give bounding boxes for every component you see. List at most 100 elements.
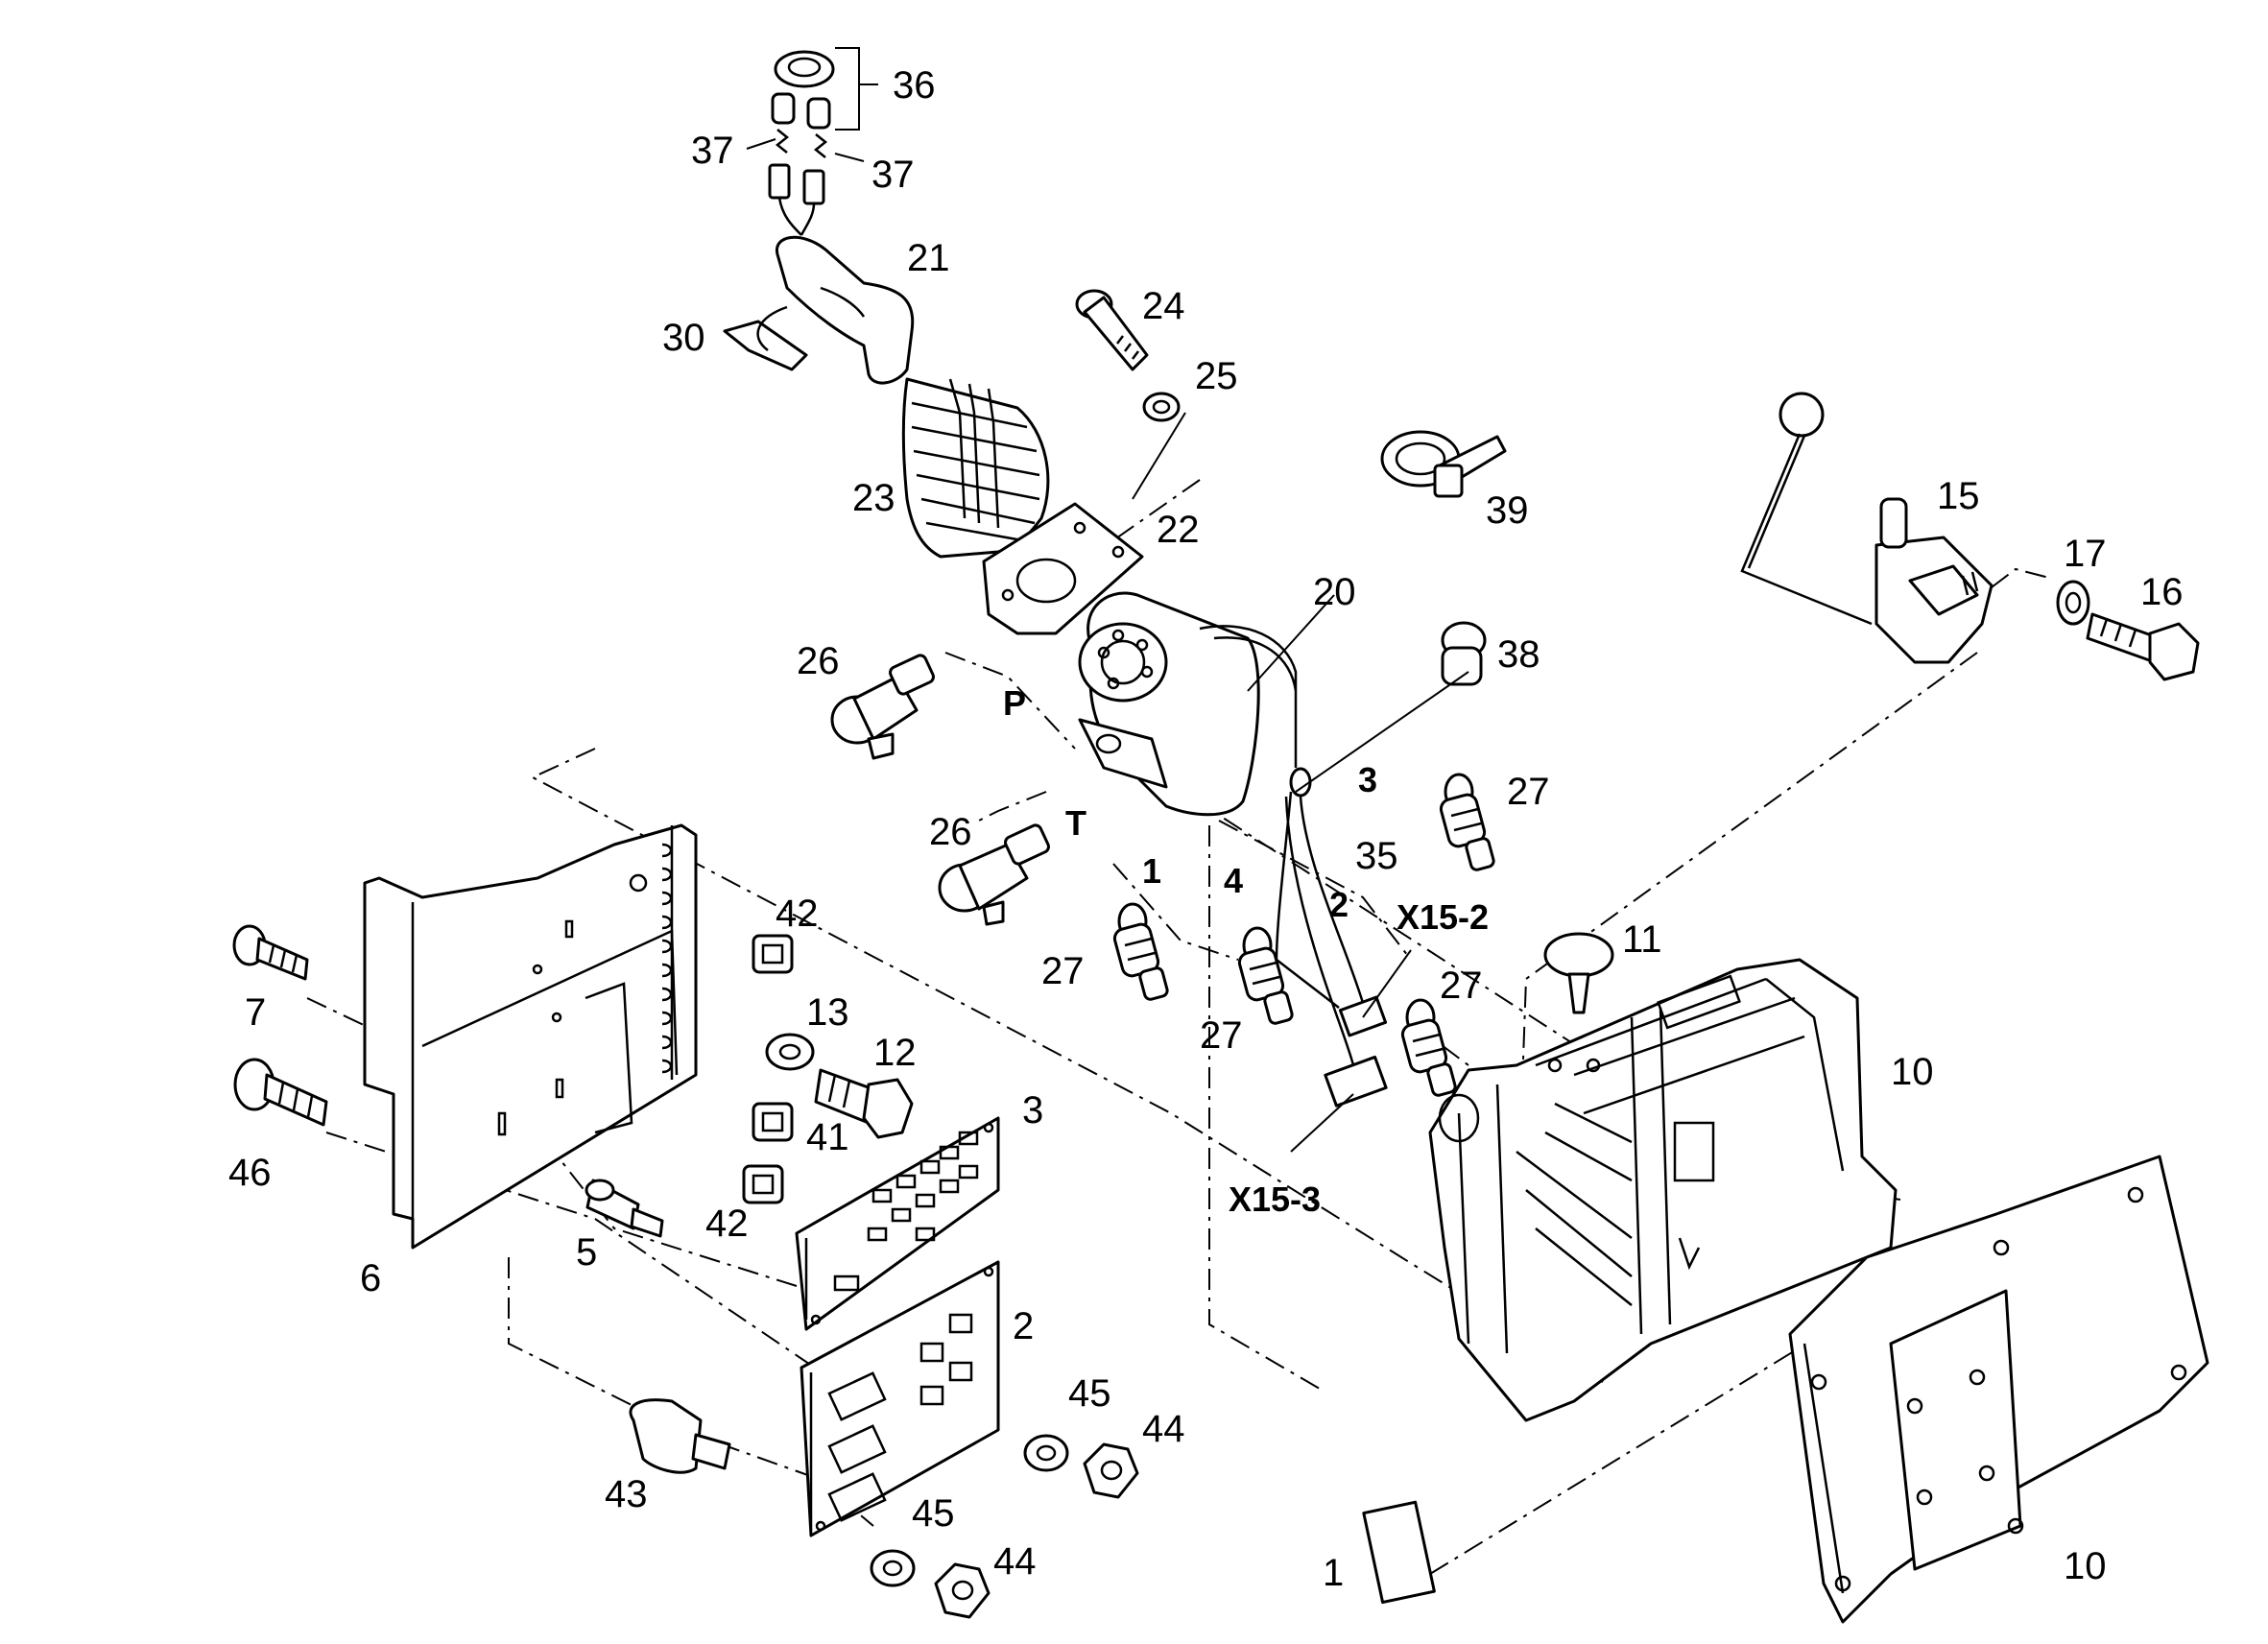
button-37-left xyxy=(771,92,796,125)
fitting-27-a xyxy=(1112,902,1169,1001)
callouts: 36 37 37 21 30 24 25 23 22 39 15 17 16 2… xyxy=(228,64,2184,1594)
callout-27-mid: 27 xyxy=(1440,965,1483,1007)
callout-10-housing: 10 xyxy=(1891,1051,1934,1093)
connector-x15-3 xyxy=(1324,1055,1388,1108)
callout-1: 1 xyxy=(1323,1552,1344,1594)
callout-27-bottom: 27 xyxy=(1200,1014,1243,1057)
callout-6: 6 xyxy=(360,1257,381,1299)
callout-10-cover: 10 xyxy=(2064,1545,2107,1587)
port-label-3: 3 xyxy=(1358,760,1377,799)
washer-13 xyxy=(765,1033,815,1071)
port-label-p: P xyxy=(1003,683,1026,723)
bolt-16 xyxy=(2086,612,2200,681)
callout-3: 3 xyxy=(1022,1089,1043,1132)
callout-15: 15 xyxy=(1937,475,1980,517)
callout-37-right: 37 xyxy=(871,154,915,196)
port-label-2: 2 xyxy=(1329,885,1349,924)
circuit-boards xyxy=(795,1116,1139,1619)
fittings xyxy=(830,430,1507,1097)
grommet-42-bottom xyxy=(742,1164,784,1204)
callout-36: 36 xyxy=(893,64,936,107)
washer-45-top xyxy=(1023,1434,1069,1472)
callout-39: 39 xyxy=(1486,489,1529,532)
grommet-41 xyxy=(752,1102,794,1142)
bolt-24 xyxy=(1075,289,1149,371)
callout-21: 21 xyxy=(907,237,950,279)
callout-41: 41 xyxy=(806,1116,849,1158)
standoff-43 xyxy=(629,1398,731,1474)
callout-44-top: 44 xyxy=(1142,1408,1185,1450)
washer-17 xyxy=(2056,580,2090,626)
grommet-42-top xyxy=(752,934,794,974)
fitting-26-p xyxy=(830,654,935,760)
grip-21 xyxy=(776,235,915,385)
nut-44-top xyxy=(1083,1442,1139,1499)
port-labels: P T 3 1 4 2 X15-2 X15-3 xyxy=(1003,683,1489,1219)
cable-tie-39 xyxy=(1380,430,1507,498)
fitting-27-b xyxy=(1237,926,1294,1025)
board-2 xyxy=(800,1260,1000,1537)
bolt-12 xyxy=(814,1068,914,1139)
callout-44-bottom: 44 xyxy=(993,1540,1037,1583)
screw-7 xyxy=(232,924,309,981)
callout-7: 7 xyxy=(245,991,266,1034)
cap-36 xyxy=(774,50,835,88)
washer-25 xyxy=(1142,392,1181,422)
nut-44-bottom xyxy=(934,1562,991,1619)
callout-13: 13 xyxy=(806,991,849,1034)
washer-45-bottom xyxy=(870,1549,916,1587)
callout-46: 46 xyxy=(228,1152,272,1194)
switch-30 xyxy=(723,320,808,371)
port-label-1: 1 xyxy=(1142,851,1161,891)
callout-30: 30 xyxy=(662,317,705,359)
leader-lines xyxy=(746,47,1469,1153)
fitting-27-d xyxy=(1400,998,1457,1097)
callout-20: 20 xyxy=(1313,571,1356,613)
callout-23: 23 xyxy=(852,477,895,519)
callout-22: 22 xyxy=(1157,509,1200,551)
screw-46 xyxy=(233,1058,328,1127)
callout-45-bottom: 45 xyxy=(912,1492,955,1535)
plug-11 xyxy=(1543,932,1614,1014)
callout-37-left: 37 xyxy=(691,130,734,172)
valve-body-20 xyxy=(1078,591,1312,817)
connector-label-x15-3: X15-3 xyxy=(1229,1179,1321,1219)
callout-2: 2 xyxy=(1013,1305,1034,1347)
label-1 xyxy=(1362,1500,1436,1605)
lever-assembly xyxy=(1740,392,2200,681)
callout-27-right: 27 xyxy=(1507,771,1550,813)
callout-26-top: 26 xyxy=(797,640,840,682)
callout-24: 24 xyxy=(1142,285,1185,327)
bracket-6 xyxy=(363,823,698,1250)
callout-43: 43 xyxy=(605,1473,648,1515)
callout-35: 35 xyxy=(1355,835,1398,877)
callout-38: 38 xyxy=(1497,633,1540,676)
callout-16: 16 xyxy=(2140,571,2184,613)
housing-assembly xyxy=(1362,932,2209,1624)
connector-label-x15-2: X15-2 xyxy=(1397,897,1489,937)
bracket-assembly xyxy=(232,823,914,1474)
callout-25: 25 xyxy=(1195,355,1238,397)
plate-22 xyxy=(982,502,1144,635)
callout-17: 17 xyxy=(2064,533,2107,575)
callout-12: 12 xyxy=(873,1032,917,1074)
callout-26-bottom: 26 xyxy=(929,811,972,853)
knob-15 xyxy=(1779,392,1825,438)
board-3 xyxy=(795,1116,1000,1331)
callout-11: 11 xyxy=(1622,918,1662,961)
callout-45-top: 45 xyxy=(1068,1372,1111,1415)
joystick-assembly xyxy=(723,50,1388,1108)
fitting-26-t xyxy=(938,823,1050,926)
port-label-4: 4 xyxy=(1224,861,1243,900)
callout-42-bottom: 42 xyxy=(705,1203,749,1245)
callout-42-top: 42 xyxy=(776,893,819,935)
callout-27-left: 27 xyxy=(1041,950,1085,992)
button-37-right xyxy=(806,97,831,130)
fitting-27-c xyxy=(1439,773,1495,871)
callout-5: 5 xyxy=(576,1231,597,1274)
port-label-t: T xyxy=(1065,803,1086,843)
housing-10 xyxy=(1428,958,1898,1422)
plug-38 xyxy=(1441,621,1487,686)
standoff-5 xyxy=(585,1179,664,1238)
